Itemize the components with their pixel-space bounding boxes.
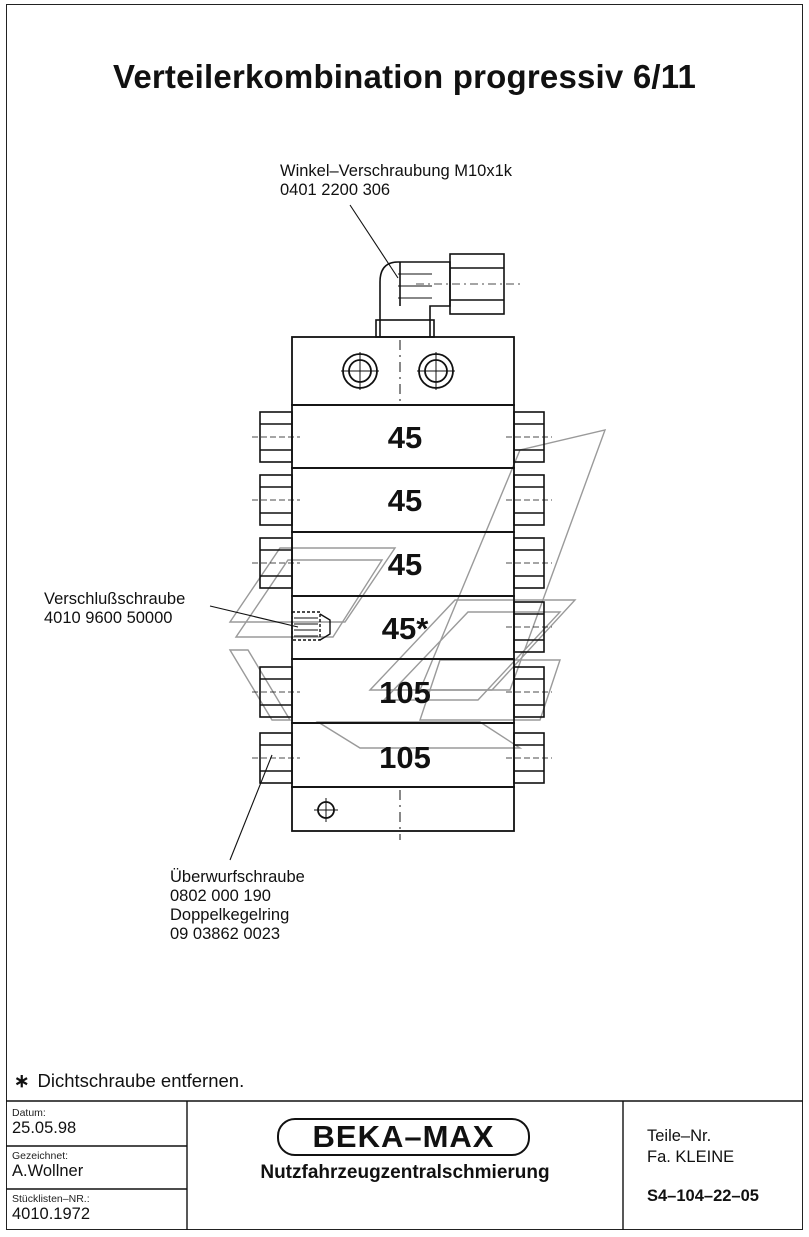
datum-value: 25.05.98 (12, 1119, 77, 1137)
parts-list-cell: Stücklisten–NR.: 4010.1972 (12, 1193, 90, 1224)
parts-list-value: 4010.1972 (12, 1205, 90, 1223)
drawing-title: Verteilerkombination progressiv 6/11 (112, 58, 697, 95)
union-number: 0802 000 190 (170, 887, 271, 905)
drawing-number: S4–104–22–05 (647, 1187, 759, 1205)
union-callout: Überwurfschraube 0802 000 190 Doppelkege… (170, 868, 305, 944)
ring-name: Doppelkegelring (170, 906, 290, 924)
datum-label: Datum: (12, 1107, 46, 1119)
segment-label-1: 45 (388, 420, 422, 455)
footnote: ∗ Dichtschraube entfernen. (14, 1070, 244, 1092)
end-block (291, 786, 515, 840)
fitting-callout: Winkel–Verschraubung M10x1k 0401 2200 30… (280, 162, 512, 200)
drawn-by-value: A.Wollner (12, 1162, 84, 1180)
segment-label-4: 45* (382, 611, 429, 646)
segment-label-6: 105 (379, 740, 431, 775)
segment-label-3: 45 (388, 547, 422, 582)
drawn-by-label: Gezeichnet: (12, 1150, 69, 1162)
plug-name: Verschlußschraube (44, 590, 186, 608)
asterisk-icon: ∗ (14, 1070, 30, 1091)
union-name: Überwurfschraube (170, 868, 305, 886)
footnote-text: Dichtschraube entfernen. (37, 1070, 245, 1091)
plug-number: 4010 9600 50000 (44, 609, 173, 627)
closing-screw (291, 611, 331, 641)
outlet-nuts-right (506, 411, 552, 784)
watermark-logo (228, 429, 607, 749)
fitting-number: 0401 2200 306 (280, 181, 391, 199)
beka-max-logo: BEKA–MAX (277, 1118, 530, 1156)
parts-list-label: Stücklisten–NR.: (12, 1193, 90, 1205)
segment-label-5: 105 (379, 675, 431, 710)
company-name: Nutzfahrzeugzentralschmierung (260, 1162, 550, 1183)
part-number-cell: Teile–Nr. Fa. KLEINE (647, 1126, 734, 1168)
segment-label-2: 45 (388, 483, 422, 518)
ring-number: 09 03862 0023 (170, 925, 281, 943)
leader-lines (209, 204, 399, 861)
plug-callout: Verschlußschraube 4010 9600 50000 (44, 590, 185, 628)
fitting-name: Winkel–Verschraubung M10x1k (280, 162, 513, 180)
outlet-nuts-left (252, 411, 300, 784)
datum-cell: Datum: 25.05.98 (12, 1107, 76, 1138)
customer-name: Fa. KLEINE (647, 1148, 735, 1166)
drawing-frame (6, 4, 803, 1230)
drawn-by-cell: Gezeichnet: A.Wollner (12, 1150, 83, 1181)
part-number-label: Teile–Nr. (647, 1127, 712, 1145)
